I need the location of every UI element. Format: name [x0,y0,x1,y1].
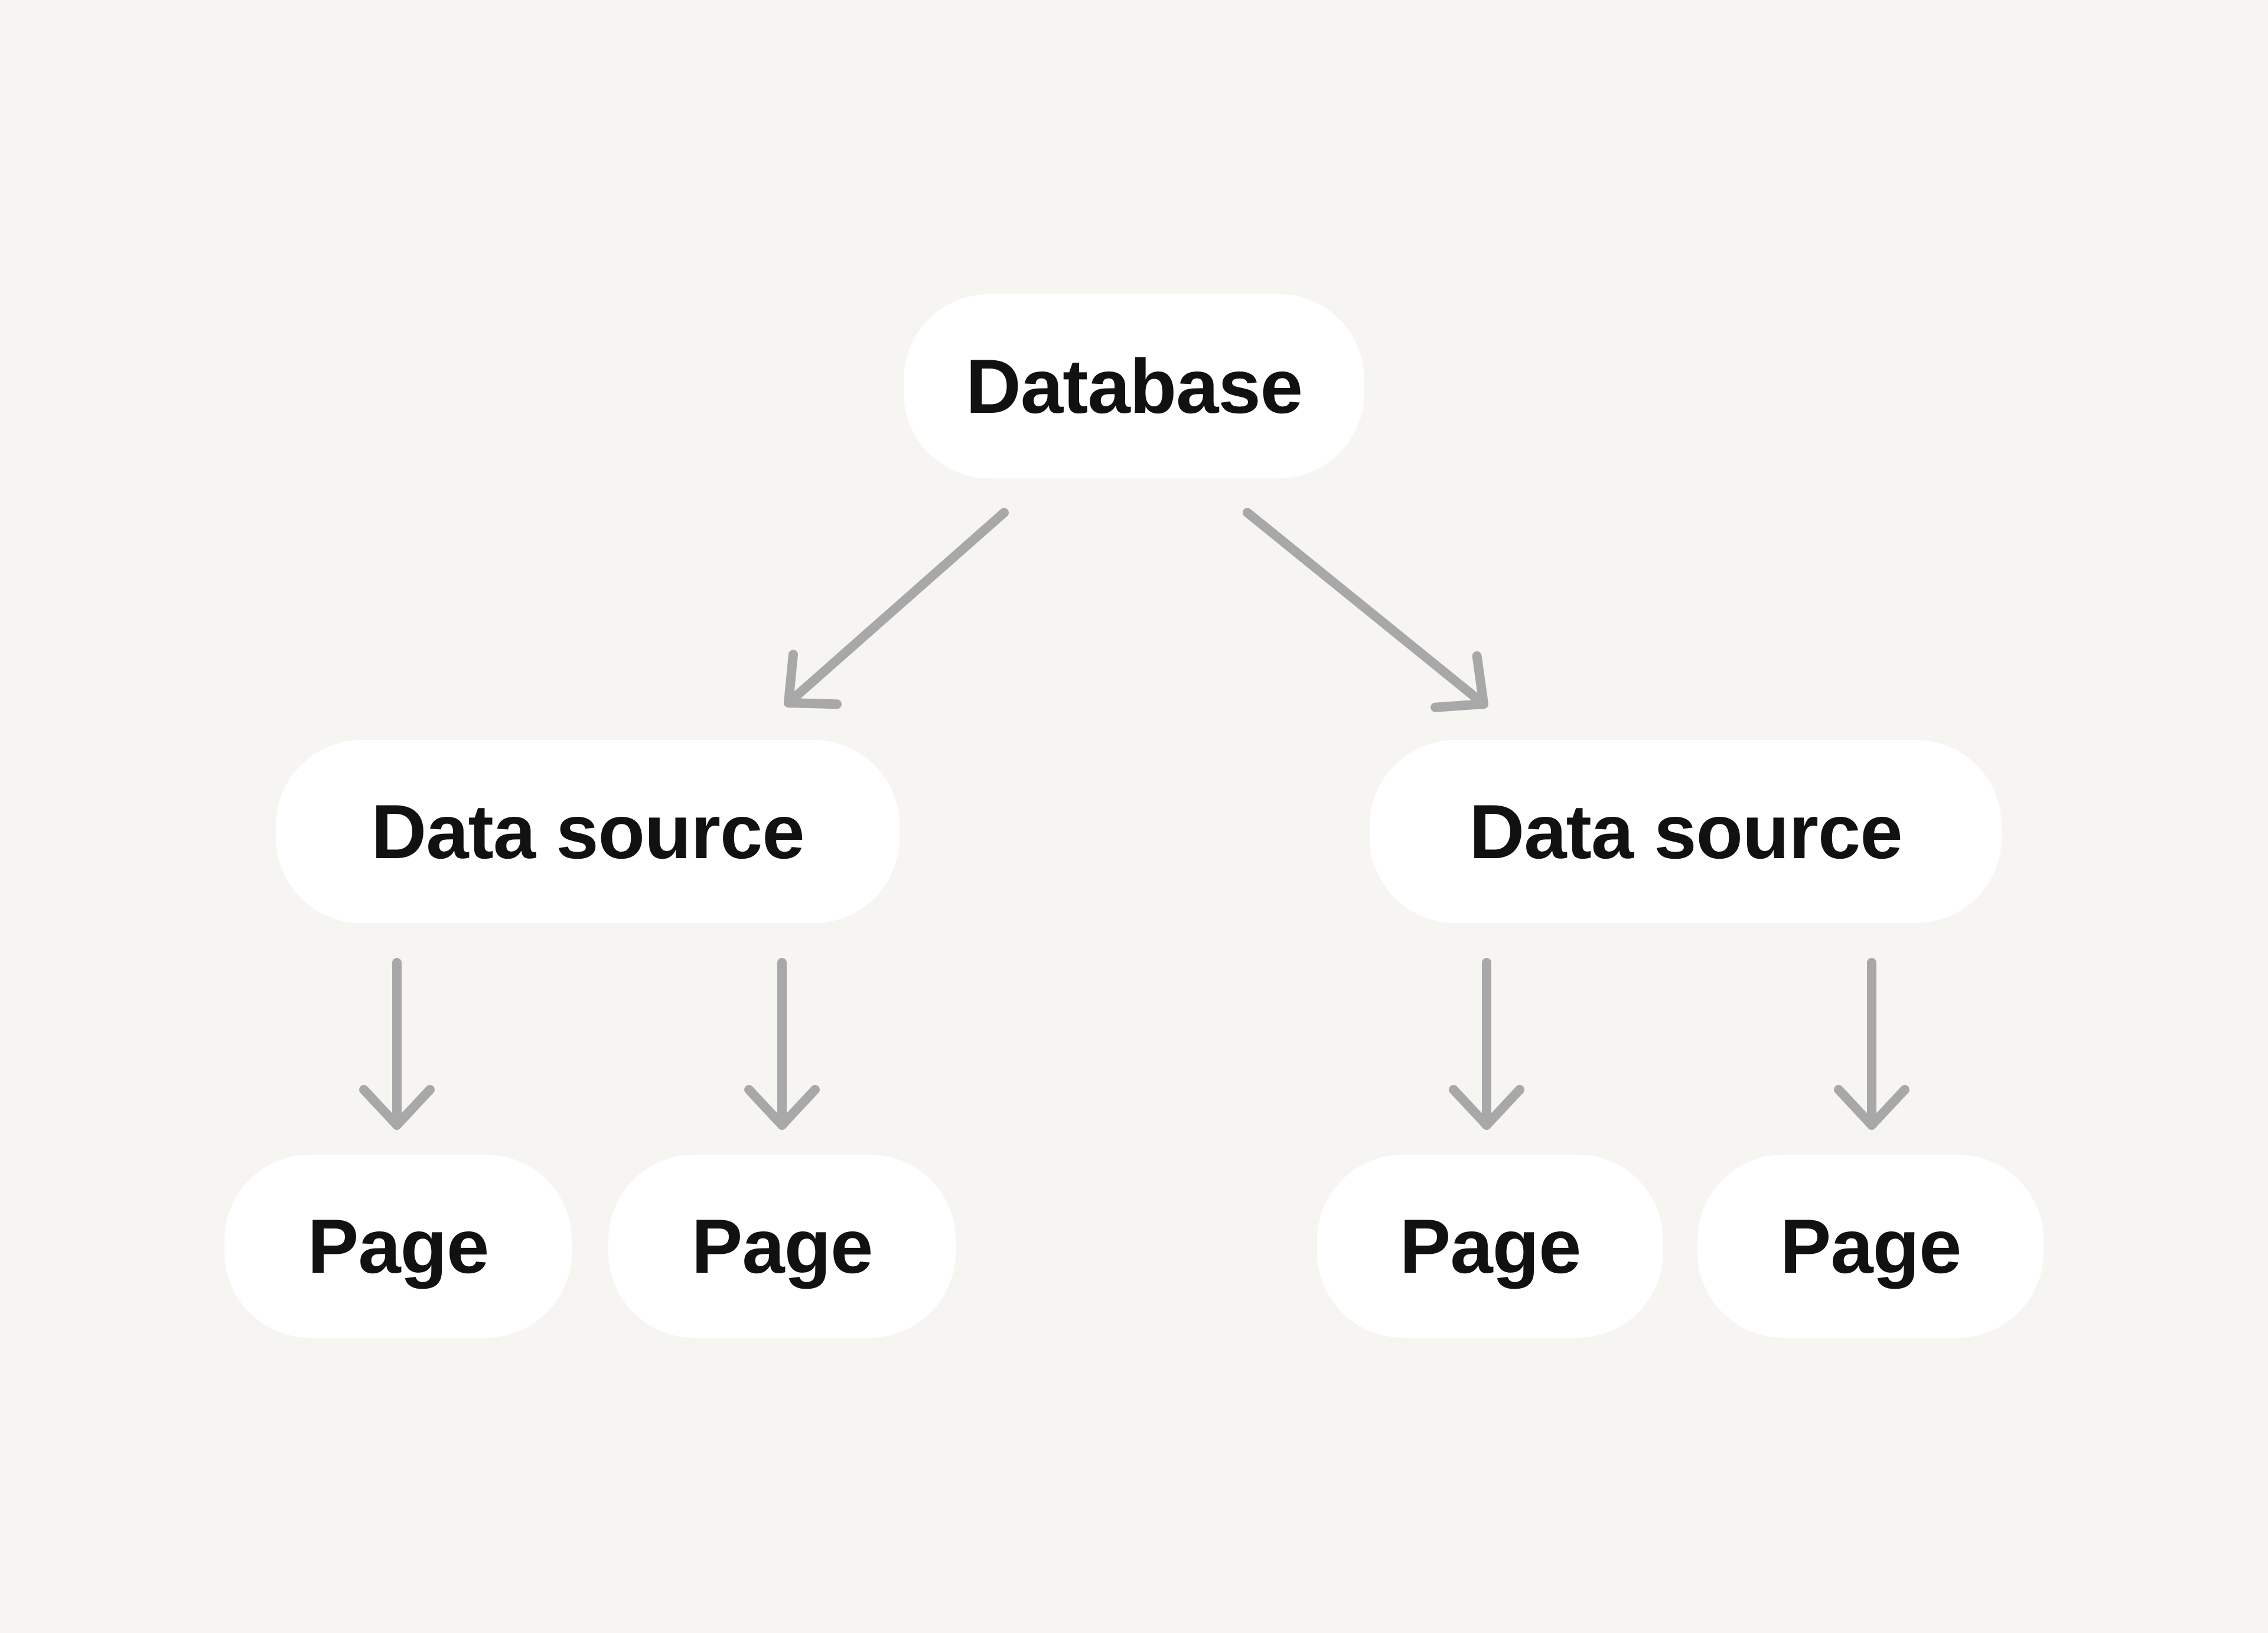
node-page-4: Page [1697,1155,2044,1338]
node-label-page-4: Page [1780,1203,1962,1289]
node-database: Database [904,294,1364,478]
node-page-2: Page [608,1155,956,1338]
node-data-source-left: Data source [276,740,900,923]
node-data-source-right: Data source [1370,740,2002,923]
arrow-database-to-data-source-left [784,508,1009,709]
arrow-data-source-left-to-page-1 [359,958,435,1130]
node-label-data-source-left: Data source [371,788,804,875]
node-label-data-source-right: Data source [1469,788,1902,875]
arrow-database-to-data-source-right [1243,508,1488,712]
node-label-database: Database [965,343,1303,429]
arrow-data-source-right-to-page-3 [1449,958,1524,1130]
arrow-data-source-right-to-page-4 [1834,958,1909,1130]
node-page-3: Page [1317,1155,1663,1338]
arrow-data-source-left-to-page-2 [744,958,820,1130]
node-label-page-3: Page [1399,1203,1582,1289]
node-label-page-2: Page [691,1203,874,1289]
node-page-1: Page [224,1155,572,1338]
node-label-page-1: Page [307,1203,490,1289]
